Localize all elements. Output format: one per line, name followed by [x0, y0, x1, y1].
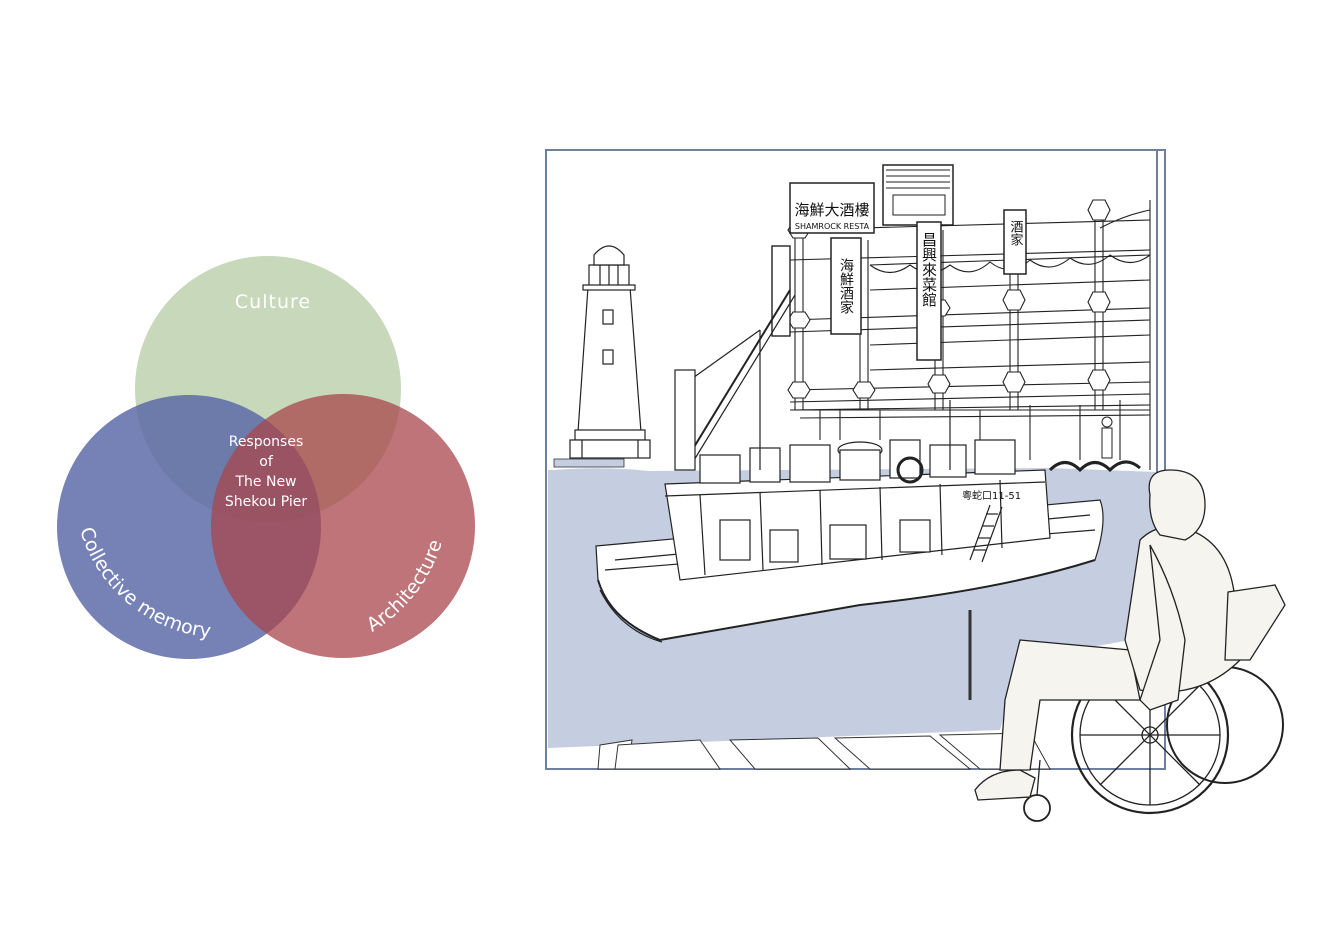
vertical-sign-3: 酒家: [1003, 209, 1027, 275]
person-figure: [1101, 416, 1113, 459]
top-sign: [882, 164, 954, 226]
wheelchair-user: [974, 469, 1286, 822]
fishing-boat: [595, 289, 1104, 643]
center-text-line-3: The New: [234, 474, 296, 490]
venn-diagram: Culture Collective memory Architecture R…: [57, 256, 475, 659]
vertical-sign-small: [771, 245, 791, 337]
restaurant-sign-english: SHAMROCK RESTA: [795, 222, 870, 231]
vertical-sign-1-text: 海鮮酒家: [838, 258, 854, 314]
lighthouse: [569, 245, 651, 459]
center-text-line-4: Shekou Pier: [225, 494, 308, 510]
center-text-line-1: Responses: [229, 434, 304, 450]
vertical-sign-1: 海鮮酒家: [830, 237, 862, 335]
vertical-sign-3-text: 酒家: [1008, 220, 1024, 246]
pier-illustration: 海鮮大酒樓 SHAMROCK RESTA 海鮮酒家 昌興來菜館 酒家: [545, 149, 1286, 822]
octagon-joints: [787, 199, 1111, 399]
vertical-sign-2: 昌興來菜館: [916, 221, 942, 361]
restaurant-sign: 海鮮大酒樓 SHAMROCK RESTA: [789, 182, 875, 234]
vertical-sign-2-text: 昌興來菜館: [920, 232, 938, 307]
architecture-circle: [211, 394, 475, 658]
restaurant-sign-text: 海鮮大酒樓: [794, 201, 869, 219]
boat-registration: 粵蛇口11-51: [962, 489, 1021, 502]
center-text-line-2: of: [259, 454, 274, 470]
waterline-band: [553, 458, 625, 468]
culture-label: Culture: [235, 291, 311, 313]
illustration-frame: [545, 149, 1166, 770]
